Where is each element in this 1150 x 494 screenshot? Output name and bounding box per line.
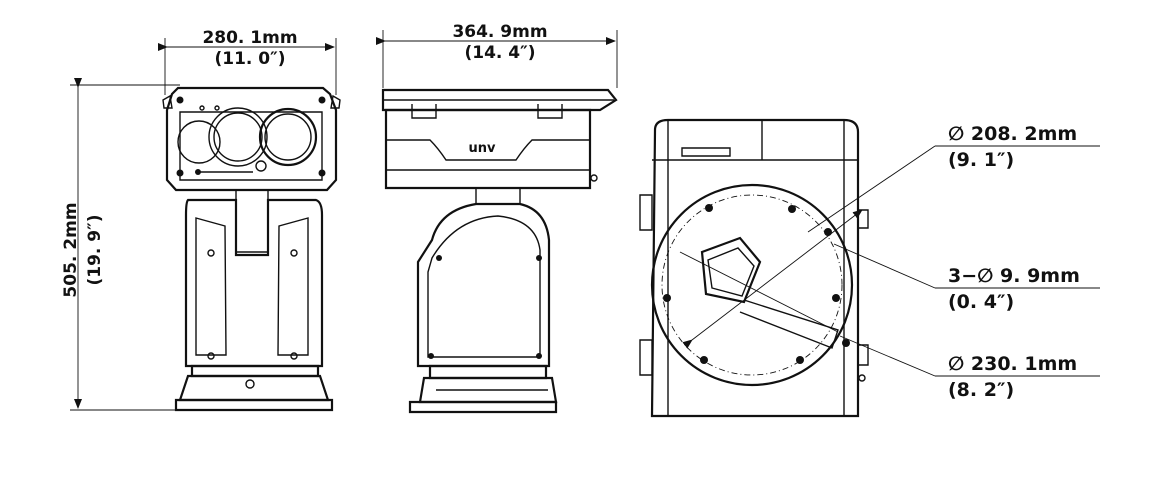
side-view: 364. 9mm (14. 4″) unv — [376, 22, 618, 414]
mount-inner-circle — [661, 194, 843, 376]
side-depth-mm: 364. 9mm — [452, 22, 547, 42]
side-housing: unv — [384, 108, 598, 190]
front-height-dimension: 505. 2mm (19. 9″) — [61, 78, 180, 411]
front-width-in: (11. 0″) — [215, 49, 286, 69]
front-camera-head — [162, 86, 341, 192]
hole-diameter-in: (0. 4″) — [948, 291, 1014, 313]
side-sunshield — [381, 88, 618, 119]
front-height-mm: 505. 2mm — [61, 202, 81, 297]
inner-diameter-in: (9. 1″) — [948, 149, 1014, 171]
inner-diameter-mm: ∅ 208. 2mm — [948, 123, 1077, 145]
front-view: 280. 1mm (11. 0″) 505. 2mm (19. 9″) — [61, 28, 341, 412]
hole-diameter-mm: 3−∅ 9. 9mm — [948, 265, 1080, 287]
outer-diameter-in: (8. 2″) — [948, 379, 1014, 401]
brand-logo: unv — [469, 141, 497, 156]
front-width-dimension: 280. 1mm (11. 0″) — [158, 28, 337, 95]
side-base — [408, 364, 558, 414]
side-depth-in: (14. 4″) — [465, 43, 536, 63]
front-height-in: (19. 9″) — [85, 215, 105, 286]
mount-outer-circle — [650, 183, 854, 387]
side-depth-dimension: 364. 9mm (14. 4″) — [376, 22, 618, 88]
side-neck — [475, 188, 521, 205]
front-neck — [235, 190, 269, 253]
outer-diameter-mm: ∅ 230. 1mm — [948, 353, 1077, 375]
front-width-mm: 280. 1mm — [202, 28, 297, 48]
mount-housing — [650, 118, 860, 418]
front-base — [174, 364, 334, 412]
mount-view: ∅ 208. 2mm (9. 1″) 3−∅ 9. 9mm (0. 4″) ∅ … — [639, 118, 1100, 418]
side-pan-body — [416, 202, 551, 368]
front-pan-body — [184, 198, 324, 368]
